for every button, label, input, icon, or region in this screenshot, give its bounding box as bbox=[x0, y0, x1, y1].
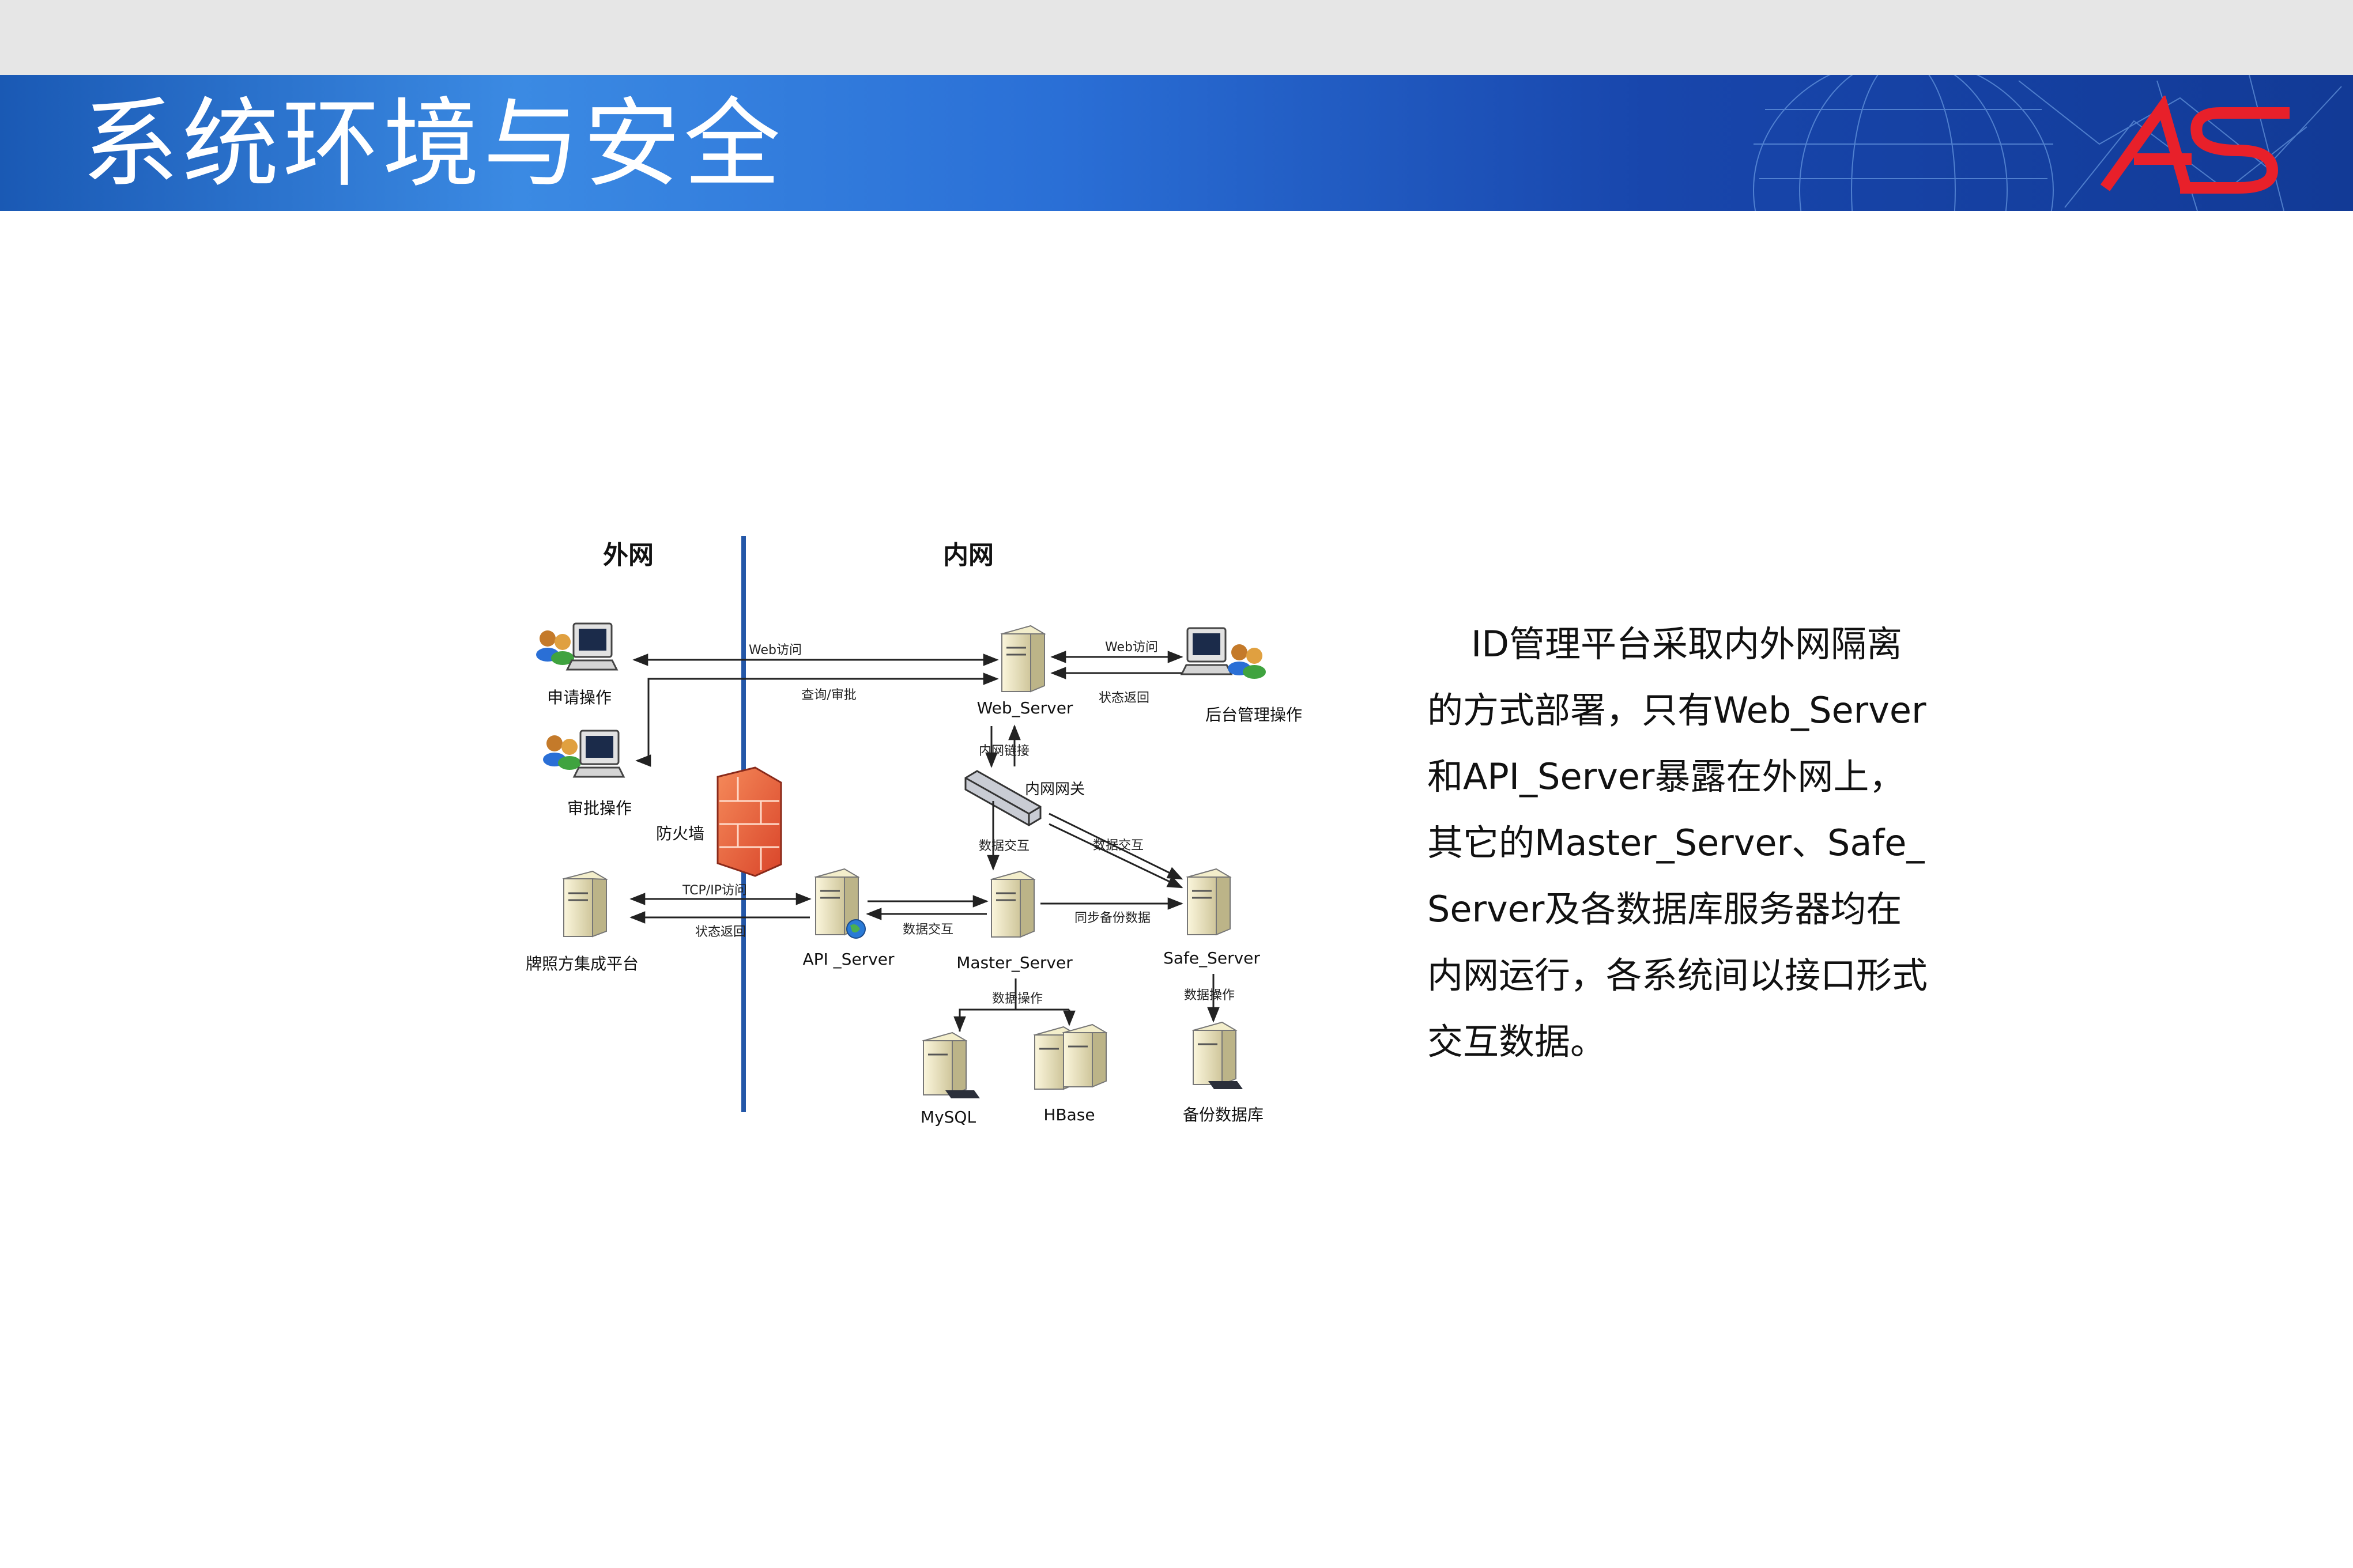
users-icon bbox=[1228, 644, 1266, 679]
edge-label-web-access-admin: Web访问 bbox=[1105, 640, 1158, 655]
globe-decoration bbox=[1753, 75, 2342, 211]
license-platform-node: 牌照方集成平台 bbox=[526, 870, 639, 973]
firewall-node: 防火墙 bbox=[656, 766, 782, 877]
zone-label-external: 外网 bbox=[603, 541, 654, 570]
edge-label-web-access: Web访问 bbox=[749, 643, 802, 658]
server-icon bbox=[814, 868, 866, 939]
server-icon bbox=[990, 870, 1036, 938]
header-bar: 系统环境与安全 bbox=[0, 75, 2353, 211]
approve-op-label: 审批操作 bbox=[567, 799, 632, 818]
users-icon bbox=[543, 735, 581, 770]
hbase-label: HBase bbox=[1043, 1105, 1095, 1124]
edge-label-intranet-link: 内网链接 bbox=[979, 744, 1030, 758]
safe-server-node: Safe_Server bbox=[1163, 868, 1260, 968]
edge-gw-safe-b bbox=[1049, 823, 1183, 889]
edge-label-sync-backup: 同步备份数据 bbox=[1074, 911, 1151, 925]
edge-gw-safe-a bbox=[1049, 813, 1183, 880]
api-server-label: API _Server bbox=[802, 950, 895, 969]
edge-label-query-approve: 查询/审批 bbox=[801, 688, 856, 702]
edge-label-data-op-master: 数据操作 bbox=[992, 992, 1043, 1006]
server-icon bbox=[1000, 625, 1046, 693]
edge-label-tcp-access: TCP/IP访问 bbox=[682, 883, 747, 898]
apply-op-label: 申请操作 bbox=[547, 688, 612, 707]
server-icon bbox=[562, 870, 608, 938]
gateway-node: 内网网关 bbox=[964, 770, 1085, 826]
firewall-icon bbox=[717, 766, 782, 877]
gateway-label: 内网网关 bbox=[1025, 781, 1085, 798]
edge-label-data-exchange-gw-safe: 数据交互 bbox=[1093, 838, 1144, 853]
server-icon bbox=[1186, 868, 1232, 936]
edge-label-data-exchange-api-master: 数据交互 bbox=[903, 923, 953, 937]
api-server-node: API _Server bbox=[802, 868, 895, 969]
users-icon bbox=[536, 630, 574, 665]
description-paragraph: ID管理平台采取内外网隔离的方式部署，只有Web_Server和API_Serv… bbox=[1427, 623, 1928, 1063]
edge-query-approve bbox=[635, 672, 999, 767]
database-server-icon bbox=[1033, 1023, 1108, 1090]
top-strip bbox=[0, 0, 2353, 75]
computer-icon bbox=[572, 730, 625, 778]
admin-op-label: 后台管理操作 bbox=[1205, 705, 1302, 724]
computer-icon bbox=[565, 622, 619, 671]
backup-db-label: 备份数据库 bbox=[1183, 1105, 1264, 1124]
edge-label-data-op-safe: 数据操作 bbox=[1184, 988, 1235, 1003]
network-diagram: 外网 内网 申请操作 审批操作 防火墙 bbox=[526, 536, 1302, 1127]
database-server-icon bbox=[922, 1032, 980, 1098]
license-platform-label: 牌照方集成平台 bbox=[526, 954, 639, 973]
mysql-label: MySQL bbox=[921, 1108, 976, 1127]
firewall-label: 防火墙 bbox=[656, 824, 704, 843]
as-logo bbox=[2100, 96, 2290, 194]
edge-label-status-tcp: 状态返回 bbox=[695, 925, 746, 939]
hbase-node: HBase bbox=[1033, 1023, 1108, 1124]
admin-op-node: 后台管理操作 bbox=[1180, 627, 1302, 724]
edge-label-status-admin: 状态返回 bbox=[1099, 691, 1149, 705]
web-server-label: Web_Server bbox=[977, 698, 1073, 717]
mysql-node: MySQL bbox=[921, 1032, 980, 1127]
master-server-node: Master_Server bbox=[956, 870, 1073, 972]
computer-icon bbox=[1180, 627, 1233, 675]
database-server-icon bbox=[1191, 1021, 1243, 1089]
apply-op-node: 申请操作 bbox=[536, 622, 619, 707]
web-server-node: Web_Server bbox=[977, 625, 1073, 717]
backup-db-node: 备份数据库 bbox=[1183, 1021, 1264, 1124]
edge-label-data-exchange-gw-master: 数据交互 bbox=[979, 839, 1030, 853]
safe-server-label: Safe_Server bbox=[1163, 949, 1260, 968]
approve-op-node: 审批操作 bbox=[543, 730, 632, 818]
zone-label-internal: 内网 bbox=[943, 541, 994, 570]
master-server-label: Master_Server bbox=[956, 953, 1073, 972]
page-title: 系统环境与安全 bbox=[82, 88, 784, 201]
